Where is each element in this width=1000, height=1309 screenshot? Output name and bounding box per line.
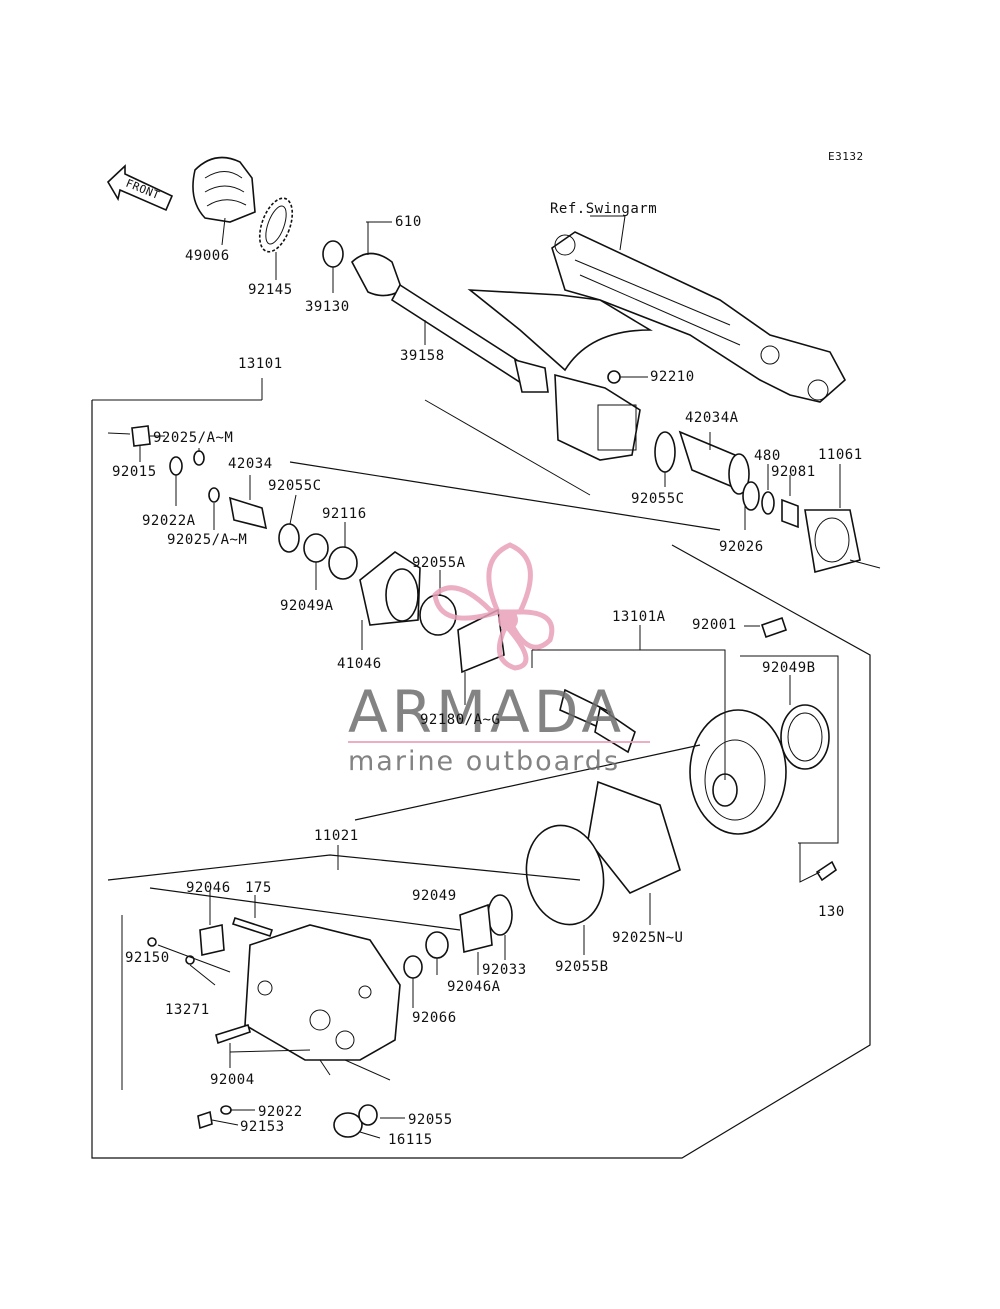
part-92022-drawing bbox=[220, 1105, 232, 1115]
label-92001: 92001 bbox=[692, 617, 737, 633]
part-92145-drawing bbox=[258, 197, 294, 253]
label-92180: 92180/A~G bbox=[420, 712, 500, 728]
label-13101A: 13101A bbox=[612, 609, 666, 625]
part-92049B-drawing bbox=[780, 704, 830, 770]
label-480: 480 bbox=[754, 448, 781, 464]
part-92055B-drawing bbox=[525, 824, 605, 926]
part-92066-drawing bbox=[403, 955, 423, 979]
part-92004-drawing bbox=[215, 1023, 251, 1045]
label-92210: 92210 bbox=[650, 369, 695, 385]
part-480-drawing bbox=[742, 481, 799, 529]
assembly-frame bbox=[91, 378, 871, 1159]
part-92022A-drawing bbox=[169, 456, 183, 476]
part-92046A-drawing bbox=[459, 903, 493, 953]
part-39130-drawing bbox=[322, 240, 344, 268]
label-92049A: 92049A bbox=[280, 598, 334, 614]
label-92004: 92004 bbox=[210, 1072, 255, 1088]
label-92049B: 92049B bbox=[762, 660, 816, 676]
label-92116: 92116 bbox=[322, 506, 367, 522]
part-92025N-drawing bbox=[587, 780, 681, 894]
ring-gear-drawing bbox=[689, 709, 787, 835]
part-92055-drawing bbox=[358, 1104, 378, 1126]
part-92049-drawing bbox=[425, 931, 449, 959]
part-92025-bottom-drawing bbox=[208, 487, 220, 503]
label-11021: 11021 bbox=[314, 828, 359, 844]
label-92150: 92150 bbox=[125, 950, 170, 966]
label-16115: 16115 bbox=[388, 1132, 433, 1148]
label-39130: 39130 bbox=[305, 299, 350, 315]
part-92116-drawing bbox=[328, 546, 358, 580]
watermark-brand: ARMADA bbox=[348, 678, 625, 746]
label-92025-a-m-bottom: 92025/A~M bbox=[167, 532, 247, 548]
swingarm-drawing bbox=[467, 231, 847, 461]
label-41046: 41046 bbox=[337, 656, 382, 672]
label-92055A: 92055A bbox=[412, 555, 466, 571]
part-92210-drawing bbox=[607, 370, 621, 384]
part-92033-drawing bbox=[487, 894, 513, 936]
part-92150-drawing bbox=[147, 937, 157, 947]
label-175: 175 bbox=[245, 880, 272, 896]
label-13101: 13101 bbox=[238, 356, 283, 372]
label-42034: 42034 bbox=[228, 456, 273, 472]
label-92026: 92026 bbox=[719, 539, 764, 555]
label-92046: 92046 bbox=[186, 880, 231, 896]
diagram-code: E3132 bbox=[828, 150, 864, 163]
part-175-drawing bbox=[231, 916, 274, 938]
label-92055: 92055 bbox=[408, 1112, 453, 1128]
label-92055B: 92055B bbox=[555, 959, 609, 975]
part-42034-drawing bbox=[228, 496, 268, 530]
part-92055C-right-drawing bbox=[654, 431, 676, 473]
label-49006: 49006 bbox=[185, 248, 230, 264]
label-42034A: 42034A bbox=[685, 410, 739, 426]
part-41046-drawing bbox=[359, 551, 421, 626]
part-92153-drawing bbox=[197, 1110, 213, 1130]
labels: E3132 Ref.Swingarm 49006 92145 39130 610… bbox=[112, 150, 864, 1148]
label-610: 610 bbox=[395, 214, 422, 230]
part-92015-drawing bbox=[131, 425, 151, 447]
label-92055C-right: 92055C bbox=[631, 491, 685, 507]
label-92046A: 92046A bbox=[447, 979, 501, 995]
label-92022: 92022 bbox=[258, 1104, 303, 1120]
watermark-tagline: marine outboards bbox=[348, 746, 620, 777]
part-92055C-left-drawing bbox=[278, 523, 300, 553]
label-39158: 39158 bbox=[400, 348, 445, 364]
ref-label: Ref.Swingarm bbox=[550, 201, 657, 217]
part-92001-drawing bbox=[760, 616, 788, 639]
label-130: 130 bbox=[818, 904, 845, 920]
part-16115-drawing bbox=[333, 1112, 363, 1138]
label-92055C-left: 92055C bbox=[268, 478, 322, 494]
label-92025-a-m-top: 92025/A~M bbox=[153, 430, 233, 446]
label-92025N-U: 92025N~U bbox=[612, 930, 683, 946]
leader-lines bbox=[107, 215, 881, 1139]
part-49006-drawing bbox=[192, 156, 256, 223]
label-92049: 92049 bbox=[412, 888, 457, 904]
label-92153: 92153 bbox=[240, 1119, 285, 1135]
front-arrow-icon: FRONT bbox=[106, 164, 174, 212]
label-11061: 11061 bbox=[818, 447, 863, 463]
part-39158-drawing bbox=[351, 252, 549, 393]
part-92025-top-drawing bbox=[193, 450, 205, 466]
label-13271: 13271 bbox=[165, 1002, 210, 1018]
part-11021-drawing bbox=[244, 924, 401, 1061]
armada-propeller-logo bbox=[432, 542, 555, 671]
part-92046-drawing bbox=[199, 924, 225, 956]
label-92081: 92081 bbox=[771, 464, 816, 480]
label-92033: 92033 bbox=[482, 962, 527, 978]
part-130-drawing bbox=[815, 860, 838, 882]
part-11061-drawing bbox=[804, 509, 861, 574]
label-92145: 92145 bbox=[248, 282, 293, 298]
part-42034A-drawing bbox=[678, 430, 750, 495]
label-92015: 92015 bbox=[112, 464, 157, 480]
label-92022A: 92022A bbox=[142, 513, 196, 529]
watermark: ARMADA marine outboards bbox=[348, 542, 650, 777]
part-92049A-drawing bbox=[303, 533, 329, 563]
label-92066: 92066 bbox=[412, 1010, 457, 1026]
